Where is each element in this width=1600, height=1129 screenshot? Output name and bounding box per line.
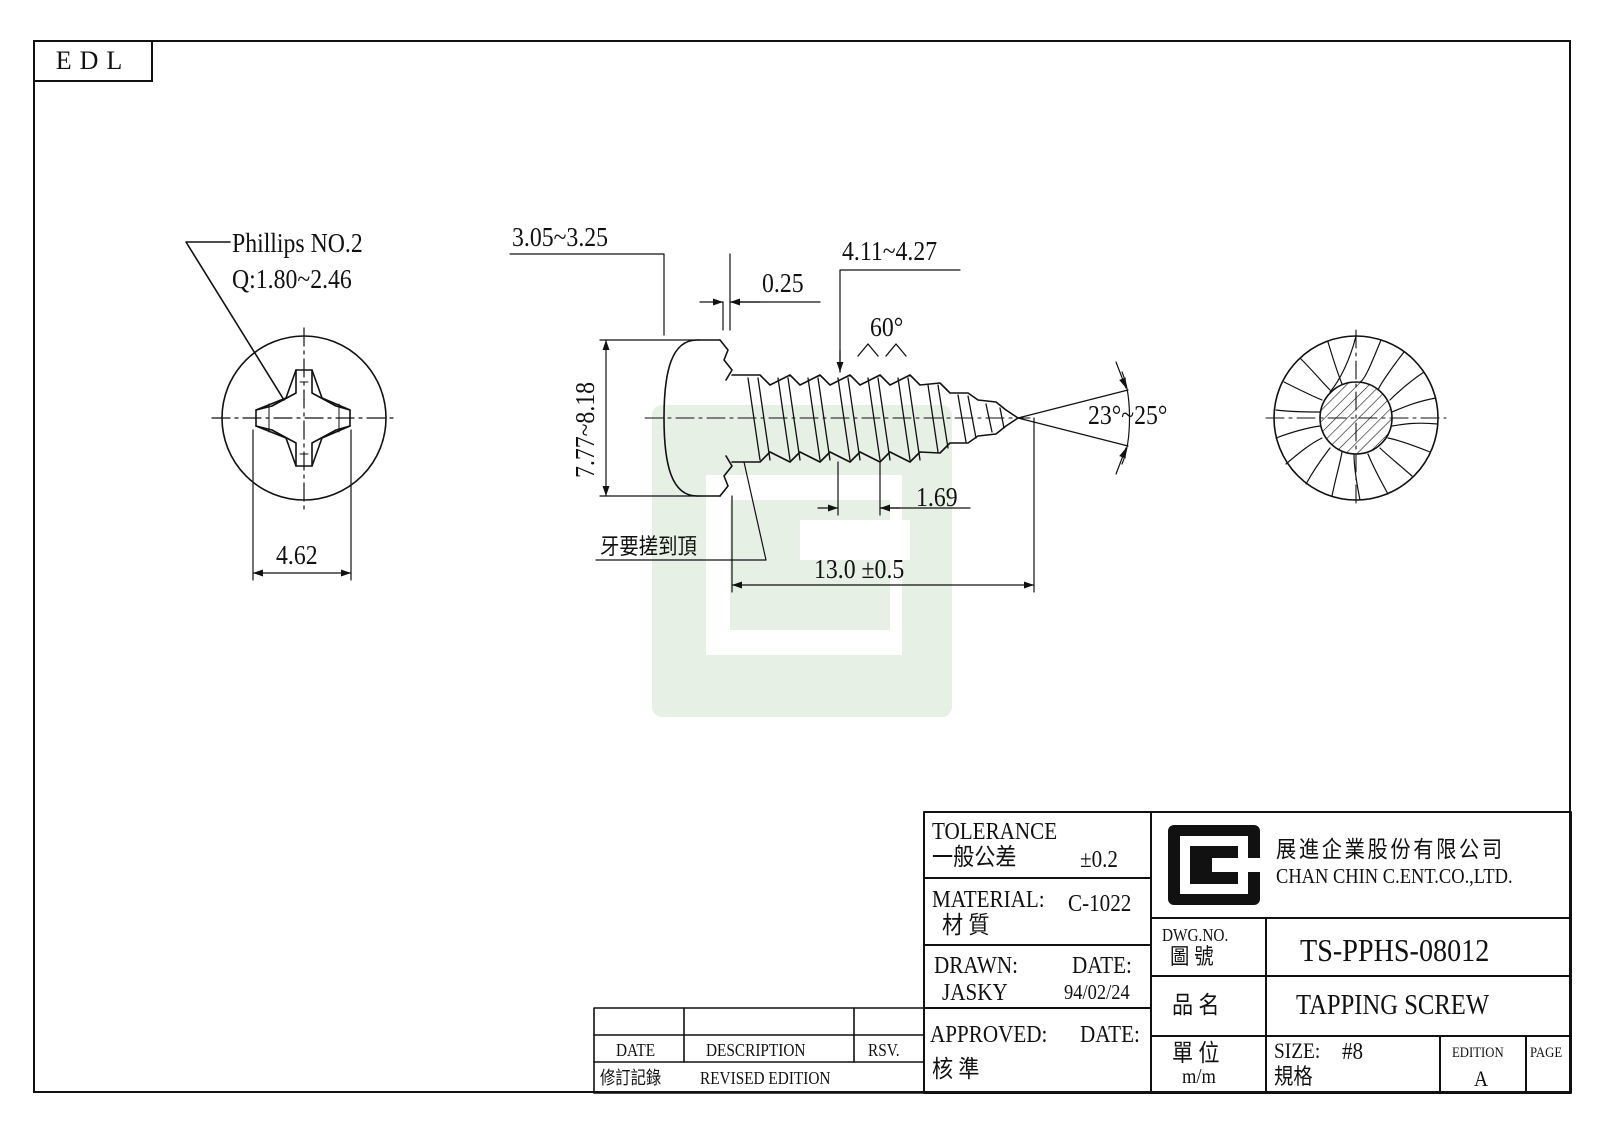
drawn-label: DRAWN: (934, 953, 1018, 979)
drawing-border (33, 40, 1571, 1093)
drive-type-label: Phillips NO.2 (232, 228, 363, 258)
point-angle-label: 23°~25° (1088, 400, 1168, 430)
screw-head (663, 339, 721, 497)
pitch-dim: 1.69 (916, 482, 958, 512)
drawn-date: 94/02/24 (1064, 980, 1130, 1004)
rev-col-rsv: RSV. (868, 1040, 900, 1060)
tolerance-label-zh: 一般公差 (932, 845, 1017, 871)
rev-row-label-en: REVISED EDITION (700, 1068, 831, 1088)
unit-value: m/m (1182, 1064, 1216, 1088)
approved-label-zh: 核 準 (932, 1057, 980, 1083)
tolerance-value: ±0.2 (1080, 847, 1118, 873)
name-label-zh: 品 名 (1172, 993, 1220, 1019)
part-name: TAPPING SCREW (1296, 990, 1490, 1021)
title-block (923, 811, 1572, 1094)
head-recess-width-dim: 4.62 (276, 540, 318, 570)
q-range-label: Q:1.80~2.46 (232, 264, 352, 294)
size-label-zh: 規格 (1274, 1064, 1313, 1089)
drawing-number: TS-PPHS-08012 (1300, 932, 1490, 968)
dwg-no-label-zh: 圖 號 (1170, 944, 1214, 969)
material-value: C-1022 (1068, 891, 1132, 917)
page-label: PAGE (1530, 1045, 1563, 1061)
undercut-dim: 0.25 (762, 268, 804, 298)
head-view (185, 241, 397, 581)
drawn-by: JASKY (942, 980, 1008, 1006)
unit-label-zh: 單 位 (1172, 1041, 1220, 1067)
size-label: SIZE: (1274, 1038, 1321, 1063)
head-diameter-dim: 7.77~8.18 (570, 381, 600, 478)
thread-outline (731, 374, 1019, 419)
side-view (509, 253, 1131, 593)
company-name-en: CHAN CHIN C.ENT.CO.,LTD. (1276, 864, 1513, 888)
material-label-zh: 材 質 (942, 913, 990, 939)
size-value: #8 (1342, 1039, 1364, 1065)
edition-value: A (1474, 1066, 1488, 1091)
tolerance-label: TOLERANCE (932, 819, 1058, 845)
rev-col-date: DATE (616, 1040, 656, 1060)
head-height-dim: 3.05~3.25 (512, 222, 609, 252)
end-view (1265, 329, 1447, 509)
watermark-logo (652, 405, 952, 717)
approved-label: APPROVED: (930, 1022, 1048, 1048)
material-label: MATERIAL: (932, 887, 1045, 913)
major-diameter-dim: 4.11~4.27 (842, 236, 938, 266)
dwg-no-label: DWG.NO. (1162, 925, 1229, 945)
company-logo (1168, 825, 1260, 905)
edition-label: EDITION (1452, 1045, 1504, 1061)
rev-row-label-zh: 修訂記錄 (600, 1068, 662, 1088)
length-dim: 13.0 ±0.5 (814, 554, 905, 584)
rev-col-description: DESCRIPTION (706, 1040, 806, 1060)
company-name-zh: 展進企業股份有限公司 (1276, 837, 1505, 862)
approved-date-label: DATE: (1080, 1022, 1140, 1048)
thread-angle-label: 60° (870, 312, 904, 342)
drawn-date-label: DATE: (1072, 953, 1132, 979)
thread-note: 牙要搓到頂 (600, 534, 697, 559)
header-tag: EDL (33, 40, 153, 82)
